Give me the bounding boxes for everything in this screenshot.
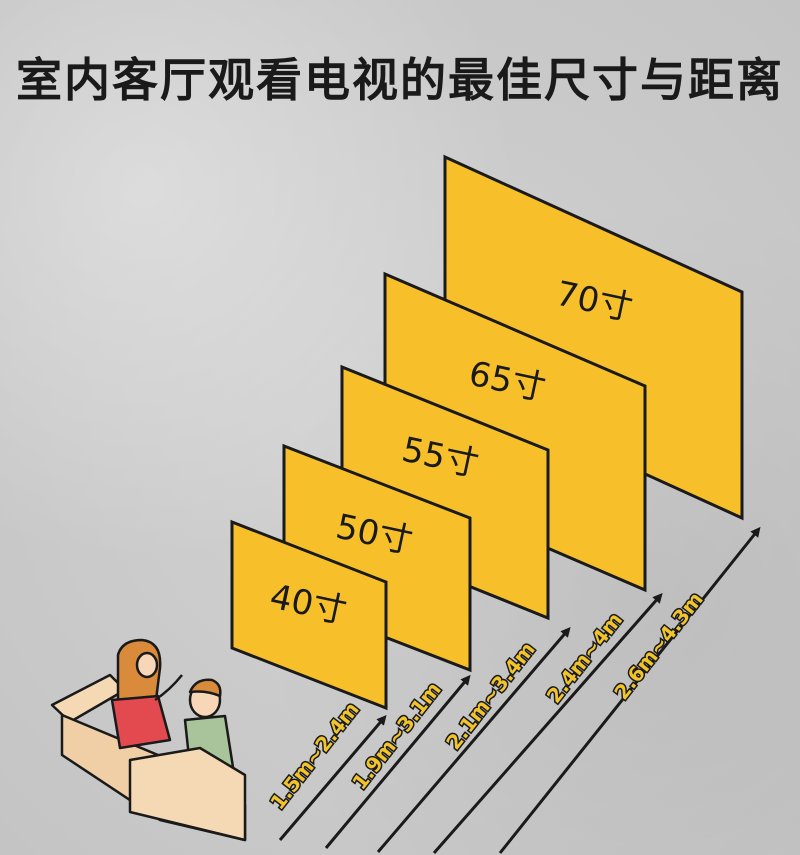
sofa-illustration: [50, 638, 247, 842]
distance-arrow-70: [498, 526, 761, 854]
distance-arrow-65: [432, 592, 663, 854]
distance-arrow-55: [376, 626, 571, 853]
distance-arrow-50: [324, 674, 471, 849]
page-title: 室内客厅观看电视的最佳尺寸与距离: [16, 53, 784, 107]
distance-label-40: 1.5m~2.4m: [265, 697, 364, 814]
distance-arrow-40: [278, 714, 387, 841]
girl-viewer: [110, 638, 183, 750]
distance-label-70: 2.6m~4.3m: [609, 587, 708, 704]
tv-70-panel: 70寸: [443, 154, 744, 521]
tv-40-panel: 40寸: [230, 519, 388, 711]
